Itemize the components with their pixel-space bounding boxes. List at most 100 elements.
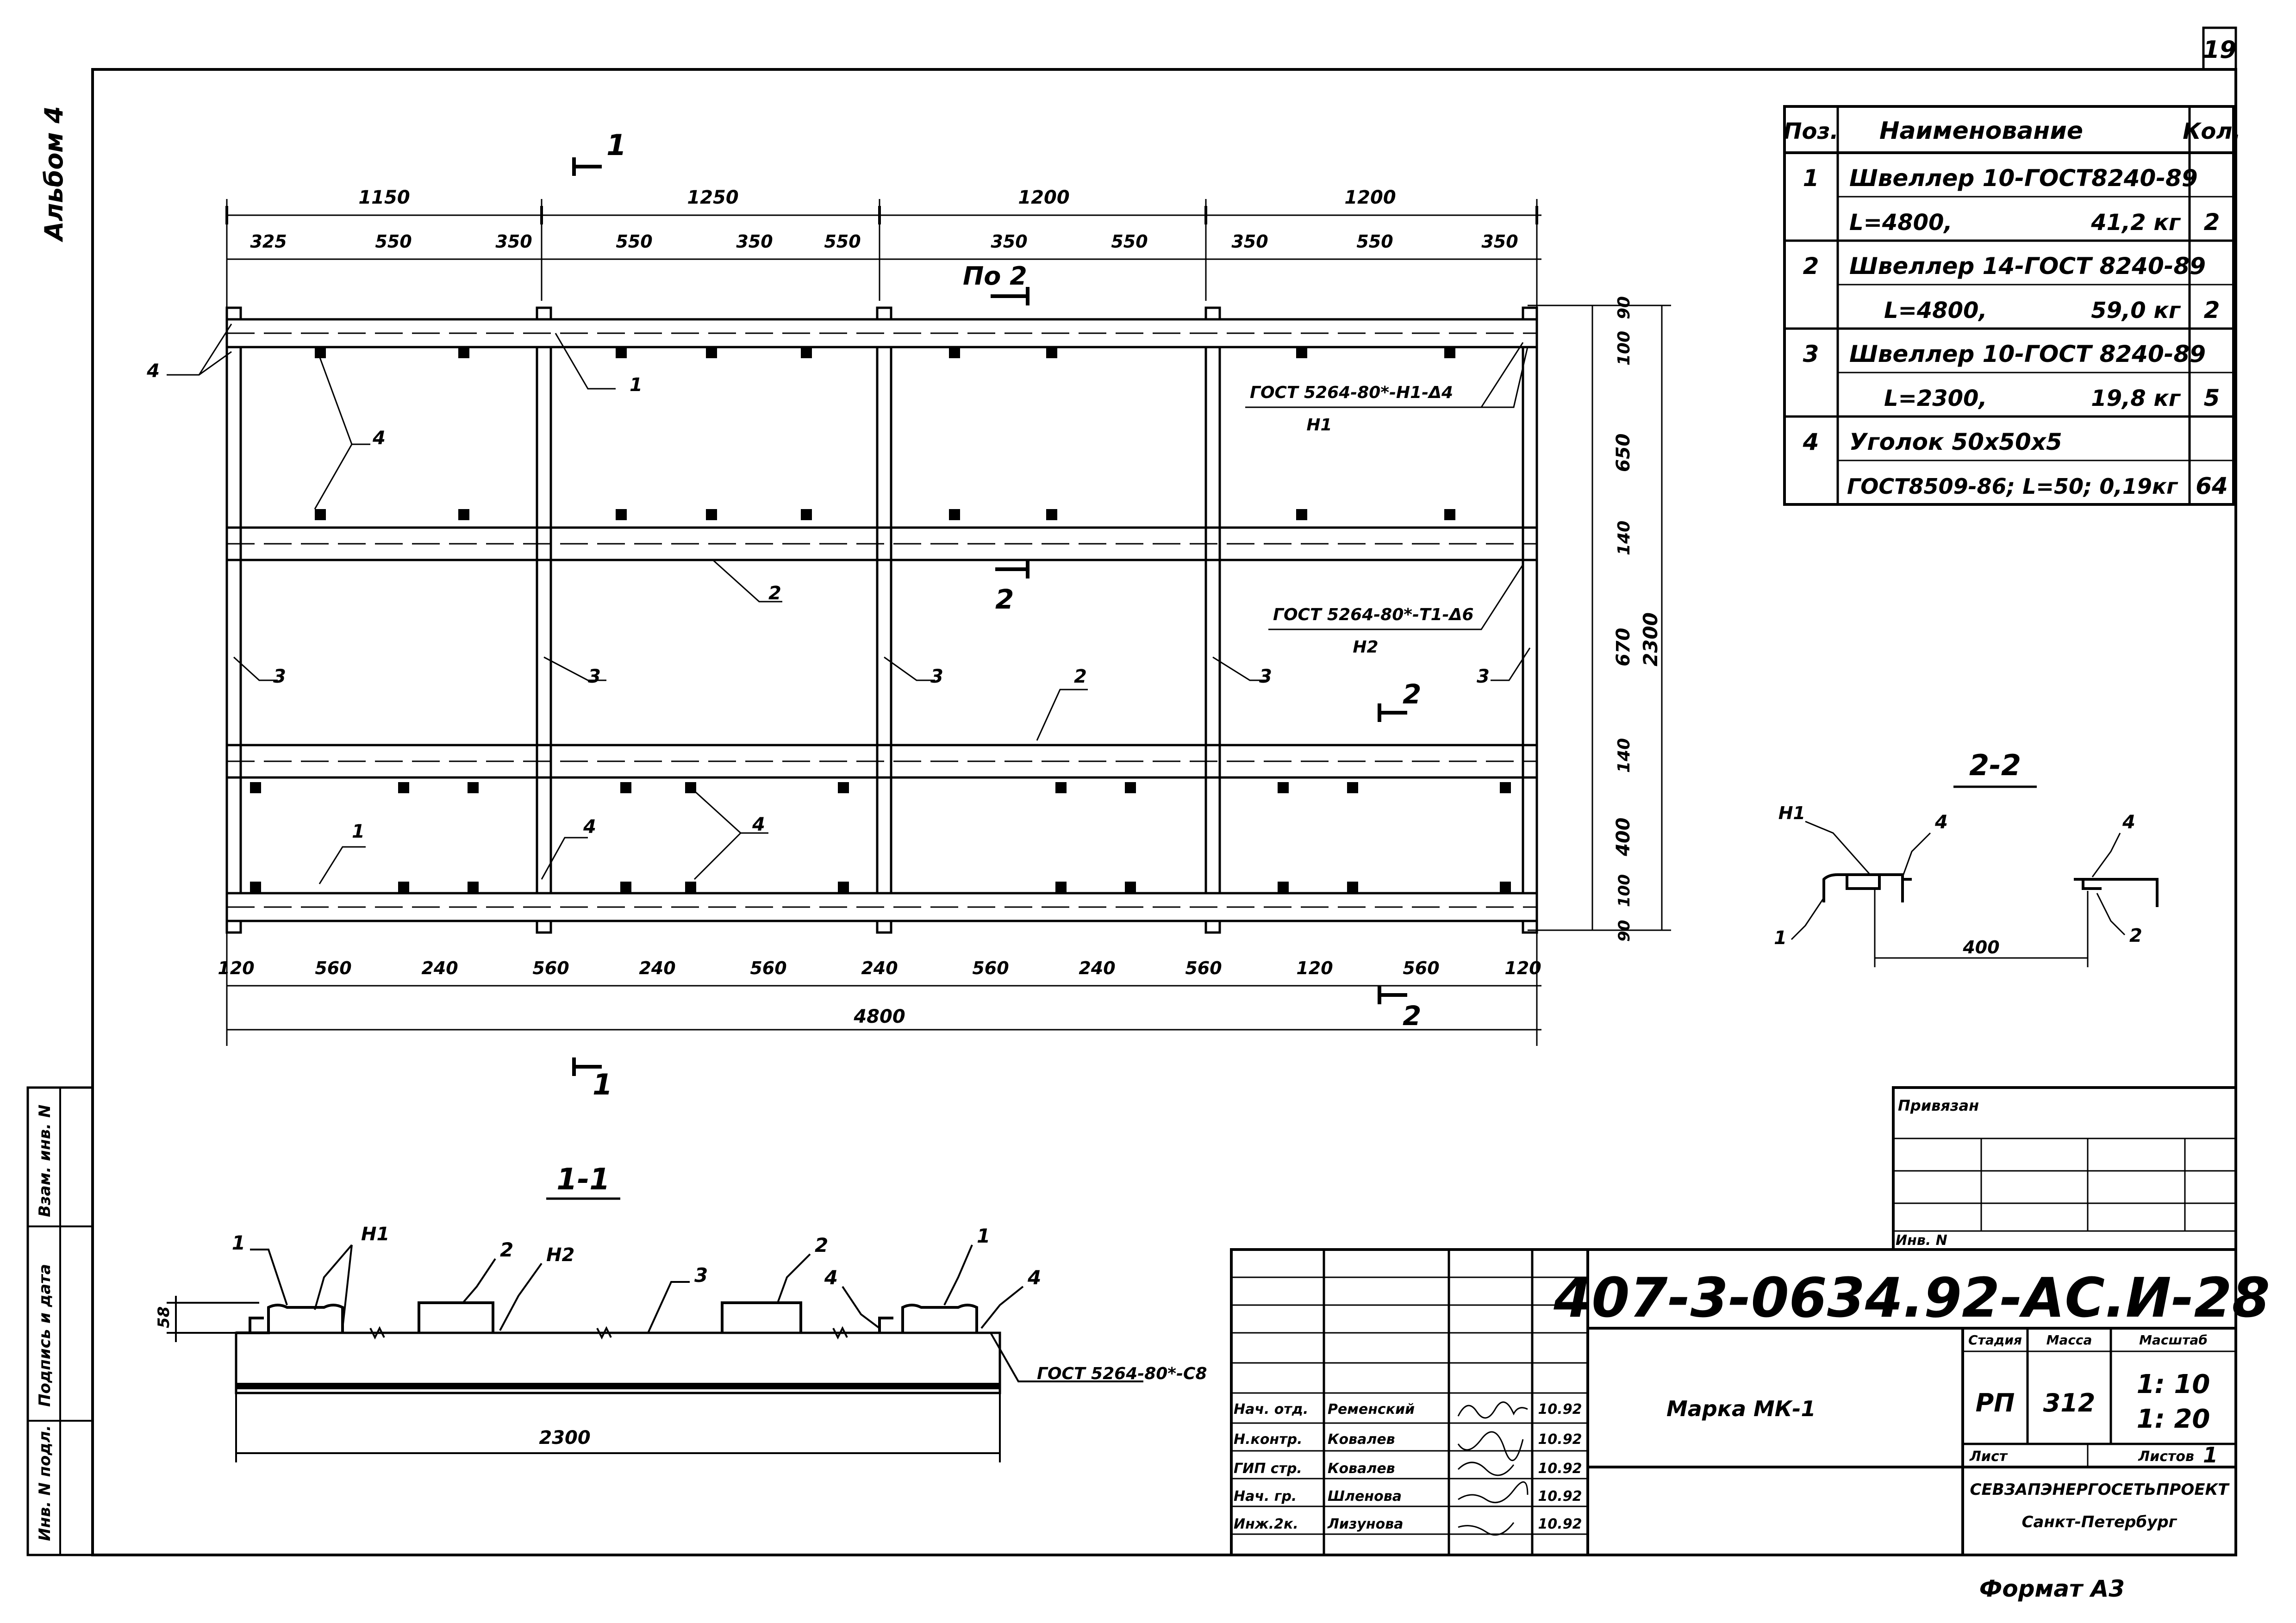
section-2-2-drawing — [1791, 785, 2159, 967]
dim-label: 90 — [1615, 920, 1634, 942]
dim-label: 100 — [1615, 874, 1634, 907]
page-number: 19 — [2203, 36, 2236, 64]
person-role: Нач. отд. — [1234, 1401, 1308, 1418]
dim-label: 240 — [421, 958, 458, 978]
dim-label: 550 — [1356, 231, 1393, 252]
person-date: 10.92 — [1538, 1461, 1582, 1477]
person-role: ГИП стр. — [1234, 1461, 1302, 1477]
callout-2: 2 — [768, 583, 781, 604]
dim-label: 240 — [861, 958, 898, 978]
channel-pos1-top — [225, 318, 1538, 348]
spec-row-qty: 64 — [2196, 473, 2228, 499]
spec-row-qty: 5 — [2204, 385, 2220, 411]
spec-row-qty: 2 — [2204, 209, 2220, 236]
dim-label: 400 — [1962, 937, 1999, 958]
dim-label: 100 — [1615, 331, 1634, 366]
weld-id-1: Н1 — [1306, 416, 1332, 435]
spec-row-pos: 1 — [1803, 165, 1819, 192]
dim-label: 550 — [616, 231, 652, 252]
angles-pos4 — [250, 347, 1511, 893]
section-mark-2-center: 2 — [995, 584, 1014, 615]
callout-4: 4 — [2122, 812, 2135, 833]
dim-label: 350 — [991, 231, 1027, 252]
dim-label: 1250 — [687, 187, 738, 208]
dim-label: 400 — [1613, 818, 1634, 857]
channels-pos3 — [225, 346, 1538, 895]
section-1-1-title: 1-1 — [556, 1163, 610, 1197]
dim-label: 1200 — [1344, 187, 1396, 208]
person-date: 10.92 — [1538, 1488, 1582, 1505]
stage-value: РП — [1976, 1388, 2015, 1418]
spec-row-name-left: L=2300, — [1884, 386, 1987, 411]
callout-4: 4 — [1934, 812, 1948, 833]
spec-table — [1783, 105, 2235, 506]
sheets-count: 1 — [2203, 1443, 2218, 1468]
callout-1: 1 — [977, 1225, 990, 1247]
spec-row-name-left: L=4800, — [1849, 210, 1953, 236]
dim-label: 670 — [1613, 628, 1634, 667]
dim-label: 1150 — [358, 187, 410, 208]
weld-note-1: ГОСТ 5264-80*-Н1-Δ4 — [1250, 383, 1453, 402]
scale-label: Масштаб — [2139, 1332, 2208, 1348]
section-mark-2-right: 2 — [1403, 678, 1421, 710]
spec-row-name-left: L=4800, — [1884, 298, 1987, 323]
spec-row-pos: 2 — [1803, 253, 1819, 280]
section-mark-top: 1 — [606, 128, 626, 162]
person-role: Инж.2к. — [1234, 1516, 1298, 1532]
mass-label: Масса — [2046, 1332, 2092, 1348]
callout-3: 3 — [1477, 666, 1490, 687]
spec-row-name-right: 41,2 кг — [2090, 210, 2181, 236]
dim-label: 350 — [495, 231, 532, 252]
spec-row-pos: 4 — [1803, 429, 1819, 455]
person-name: Ременский — [1328, 1401, 1415, 1418]
spec-row-name: Швеллер 14-ГОСТ 8240-89 — [1849, 253, 2206, 280]
section-2-2-title: 2-2 — [1969, 748, 2021, 782]
person-name: Лизунова — [1327, 1516, 1404, 1532]
dim-label: 550 — [1111, 231, 1148, 252]
dim-label: 560 — [1403, 958, 1439, 978]
scale-value-2: 1: 20 — [2137, 1404, 2210, 1434]
person-date: 10.92 — [1538, 1516, 1582, 1532]
spec-row-name-right: 59,0 кг — [2091, 298, 2181, 323]
organization: СЕВЗАПЭНЕРГОСЕТЬПРОЕКТ — [1970, 1480, 2230, 1499]
left-strip — [26, 1086, 94, 1556]
callout-3: 3 — [588, 666, 601, 687]
album-label: Альбом 4 — [39, 106, 69, 243]
section-mark-bottom: 1 — [593, 1068, 612, 1101]
inv-label: Инв. N — [1896, 1232, 1947, 1249]
dim-label: 650 — [1613, 434, 1634, 473]
callout-4: 4 — [752, 814, 765, 835]
dim-label: 90 — [1615, 296, 1634, 319]
dim-label: 120 — [218, 958, 254, 978]
callout-4: 4 — [146, 361, 160, 382]
attached-label: Привязан — [1898, 1097, 1979, 1114]
callout-2: 2 — [815, 1234, 828, 1256]
spec-row-name-right: 19,8 кг — [2091, 386, 2181, 411]
plan-view — [167, 157, 1671, 1076]
spec-row-name: Швеллер 10-ГОСТ 8240-89 — [1849, 341, 2206, 367]
callout-2: 2 — [500, 1238, 513, 1261]
callout-4: 4 — [824, 1266, 838, 1289]
city: Санкт-Петербург — [2022, 1513, 2177, 1531]
sheet-frame — [91, 26, 2237, 1556]
document-code: 407-3-0634.92-АС.И-28 — [1553, 1266, 2270, 1330]
dim-label: 120 — [1504, 958, 1541, 978]
dim-label: 240 — [1079, 958, 1115, 978]
weld-id: Н1 — [361, 1224, 389, 1245]
dim-label: 560 — [750, 958, 786, 978]
callout-4: 4 — [1027, 1266, 1041, 1289]
person-name: Шленова — [1328, 1488, 1402, 1505]
view-label: По 2 — [963, 261, 1027, 291]
dim-label: 140 — [1615, 521, 1634, 555]
sheet-label: Лист — [1969, 1449, 2008, 1465]
dim-label: 560 — [532, 958, 569, 978]
spec-row-name: Швеллер 10-ГОСТ8240-89 — [1849, 165, 2198, 192]
callout-1: 1 — [232, 1231, 245, 1254]
title-block — [1230, 1086, 2237, 1556]
weld-note-2: ГОСТ 5264-80*-Т1-Δ6 — [1273, 605, 1474, 624]
spec-header-name: Наименование — [1879, 117, 2083, 145]
spec-row-name: ГОСТ8509-86; L=50; 0,19кг — [1847, 474, 2178, 499]
vzam-inv-label: Взам. инв. N — [36, 1105, 54, 1217]
dim-label: 560 — [1185, 958, 1222, 978]
person-name: Ковалев — [1328, 1431, 1395, 1448]
